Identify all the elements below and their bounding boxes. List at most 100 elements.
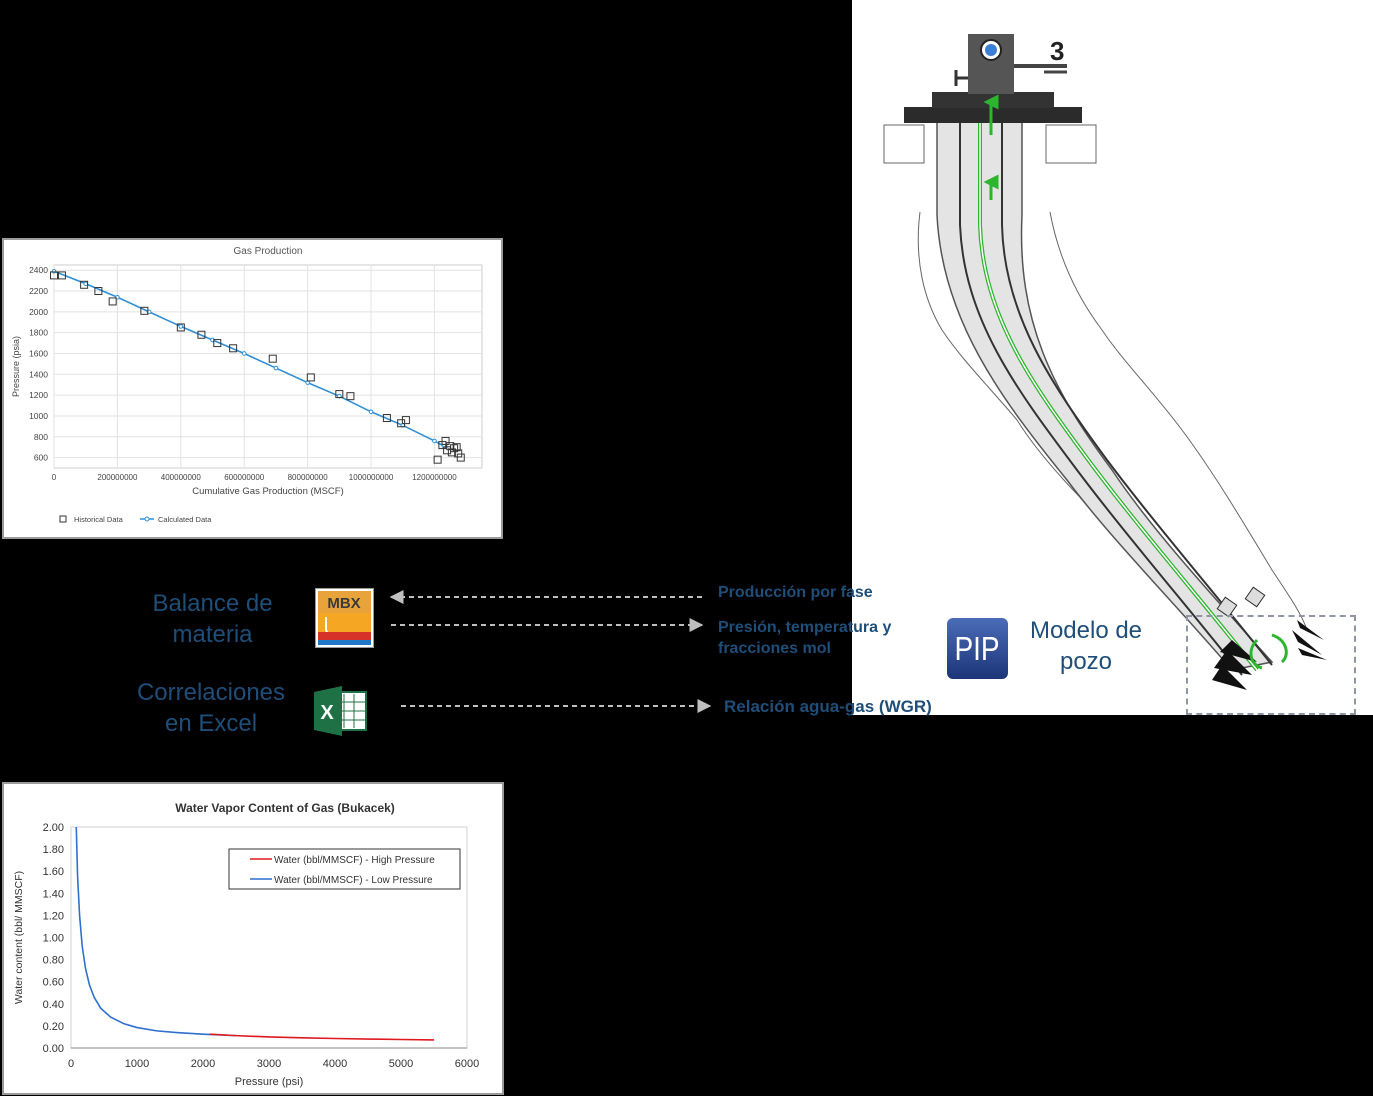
calculated-data-point [273, 365, 279, 371]
excel-correlations-label-line1: Correlaciones [136, 679, 286, 706]
legend-high-pressure-label: Water (bbl/MMSCF) - High Pressure [274, 855, 435, 866]
y-tick-label: 2200 [29, 286, 48, 296]
well-model-label-line1: Modelo de [1029, 617, 1143, 644]
well-model-label-line2: pozo [1059, 648, 1113, 675]
calculated-data-point [178, 324, 184, 329]
historical-data-point [108, 297, 117, 306]
y-tick-label: 600 [34, 453, 48, 463]
casing [936, 119, 1274, 671]
historical-data-point [454, 449, 463, 458]
excel-app-icon: X [314, 686, 368, 736]
y-tick-label: 2400 [29, 265, 48, 275]
wellhead-flange [904, 107, 1082, 123]
legend-historical-label: Historical Data [74, 515, 124, 524]
y-tick-label: 1600 [29, 348, 48, 358]
historical-data-point [447, 448, 456, 457]
x-tick-label: 400000000 [161, 473, 202, 482]
historical-data-point [382, 414, 391, 423]
phase-production-text: Producción por fase [718, 584, 873, 601]
legend-calculated-label: Calculated Data [158, 515, 212, 524]
gas-production-chart: Gas Production60080010001200140016001800… [11, 246, 483, 524]
wellhead-body [932, 92, 1054, 108]
x-tick-label: 1000 [125, 1058, 149, 1070]
material-balance-label: Balance de materia [130, 588, 295, 650]
y-tick-label: 1.60 [43, 866, 64, 878]
pressure-temp-text-line1: Presión, temperatura y [718, 619, 892, 636]
y-tick-label: 1400 [29, 369, 48, 379]
x-tick-label: 600000000 [224, 473, 265, 482]
wellhead-number: 3 [1050, 36, 1064, 66]
water-vapor-chart-panel: Water Vapor Content of Gas (Bukacek) 0.00… [2, 782, 504, 1095]
historical-data-point [441, 436, 450, 445]
x-tick-label: 0 [68, 1058, 74, 1070]
y-tick-label: 1200 [29, 390, 48, 400]
svg-text:PIP: PIP [954, 630, 999, 668]
calculated-data-point [51, 268, 57, 274]
historical-data-point [229, 344, 238, 353]
chart-title: Water Vapor Content of Gas (Bukacek) [175, 801, 395, 815]
historical-data-point [213, 339, 222, 348]
historical-data-point [346, 392, 355, 401]
historical-data-point [80, 280, 89, 289]
y-tick-label: 0.00 [43, 1043, 64, 1055]
y-tick-label: 1.20 [43, 910, 64, 922]
x-tick-label: 2000 [191, 1058, 215, 1070]
perforations [1212, 620, 1327, 690]
bottomhole-highlight-box [1186, 615, 1356, 715]
historical-data-point [433, 455, 442, 464]
x-tick-label: 800000000 [288, 473, 329, 482]
well-schematic: 3 [883, 34, 1327, 690]
x-tick-label: 5000 [389, 1058, 413, 1070]
x-tick-label: 3000 [257, 1058, 281, 1070]
excel-correlations-label: Correlaciones en Excel [118, 677, 304, 739]
y-tick-label: 0.20 [43, 1021, 64, 1033]
historical-data-point [450, 444, 459, 453]
x-tick-label: 1000000000 [349, 473, 394, 482]
y-tick-label: 0.40 [43, 999, 64, 1011]
historical-data-point [401, 416, 410, 425]
svg-text:MBX: MBX [327, 595, 360, 612]
x-tick-label: 1200000000 [412, 473, 457, 482]
y-tick-label: 2.00 [43, 822, 64, 834]
calculated-data-point [368, 409, 374, 415]
historical-data-point [140, 306, 149, 315]
y-tick-label: 1800 [29, 328, 48, 338]
y-tick-label: 0.80 [43, 955, 64, 967]
legend-calculated-marker [144, 516, 150, 522]
historical-data-point [452, 443, 461, 452]
ground-left [883, 124, 925, 164]
historical-data-point [94, 287, 103, 296]
historical-data-point [268, 354, 277, 363]
legend-historical-marker [59, 515, 67, 523]
pressure-temp-text: Presión, temperatura y fracciones mol [718, 617, 891, 659]
mbx-app-icon: MBX [315, 588, 374, 648]
low-pressure-series-line [75, 826, 237, 1037]
x-axis-label: Pressure (psi) [235, 1076, 303, 1088]
wgr-text: Relación agua-gas (WGR) [724, 697, 932, 716]
pressure-temp-text-line2: fracciones mol [718, 640, 831, 657]
well-diagram-panel: 3 [852, 0, 1373, 715]
historical-data-point [57, 271, 66, 280]
historical-data-point [50, 271, 58, 280]
y-axis-label: Pressure (psia) [11, 336, 21, 397]
legend-low-pressure-label: Water (bbl/MMSCF) - Low Pressure [274, 875, 433, 886]
flow-arrows [389, 590, 712, 713]
calculated-data-point [241, 351, 247, 356]
calculated-data-point [432, 438, 437, 444]
historical-data-point [176, 323, 185, 332]
calculated-data-point [83, 281, 89, 287]
pip-app-icon: PIP [947, 618, 1008, 679]
y-tick-label: 2000 [29, 307, 48, 317]
x-tick-label: 4000 [323, 1058, 347, 1070]
water-vapor-chart: Water Vapor Content of Gas (Bukacek) 0.00… [13, 801, 479, 1088]
chart-title: Gas Production [234, 246, 303, 257]
svg-text:X: X [320, 702, 334, 724]
x-tick-label: 6000 [455, 1058, 479, 1070]
material-balance-label-line2: materia [172, 621, 253, 648]
material-balance-label-line1: Balance de [152, 590, 273, 617]
well-model-label: Modelo de pozo [1016, 615, 1156, 677]
y-tick-label: 1.00 [43, 933, 64, 945]
y-tick-label: 1.80 [43, 844, 64, 856]
y-tick-label: 1.40 [43, 888, 64, 900]
